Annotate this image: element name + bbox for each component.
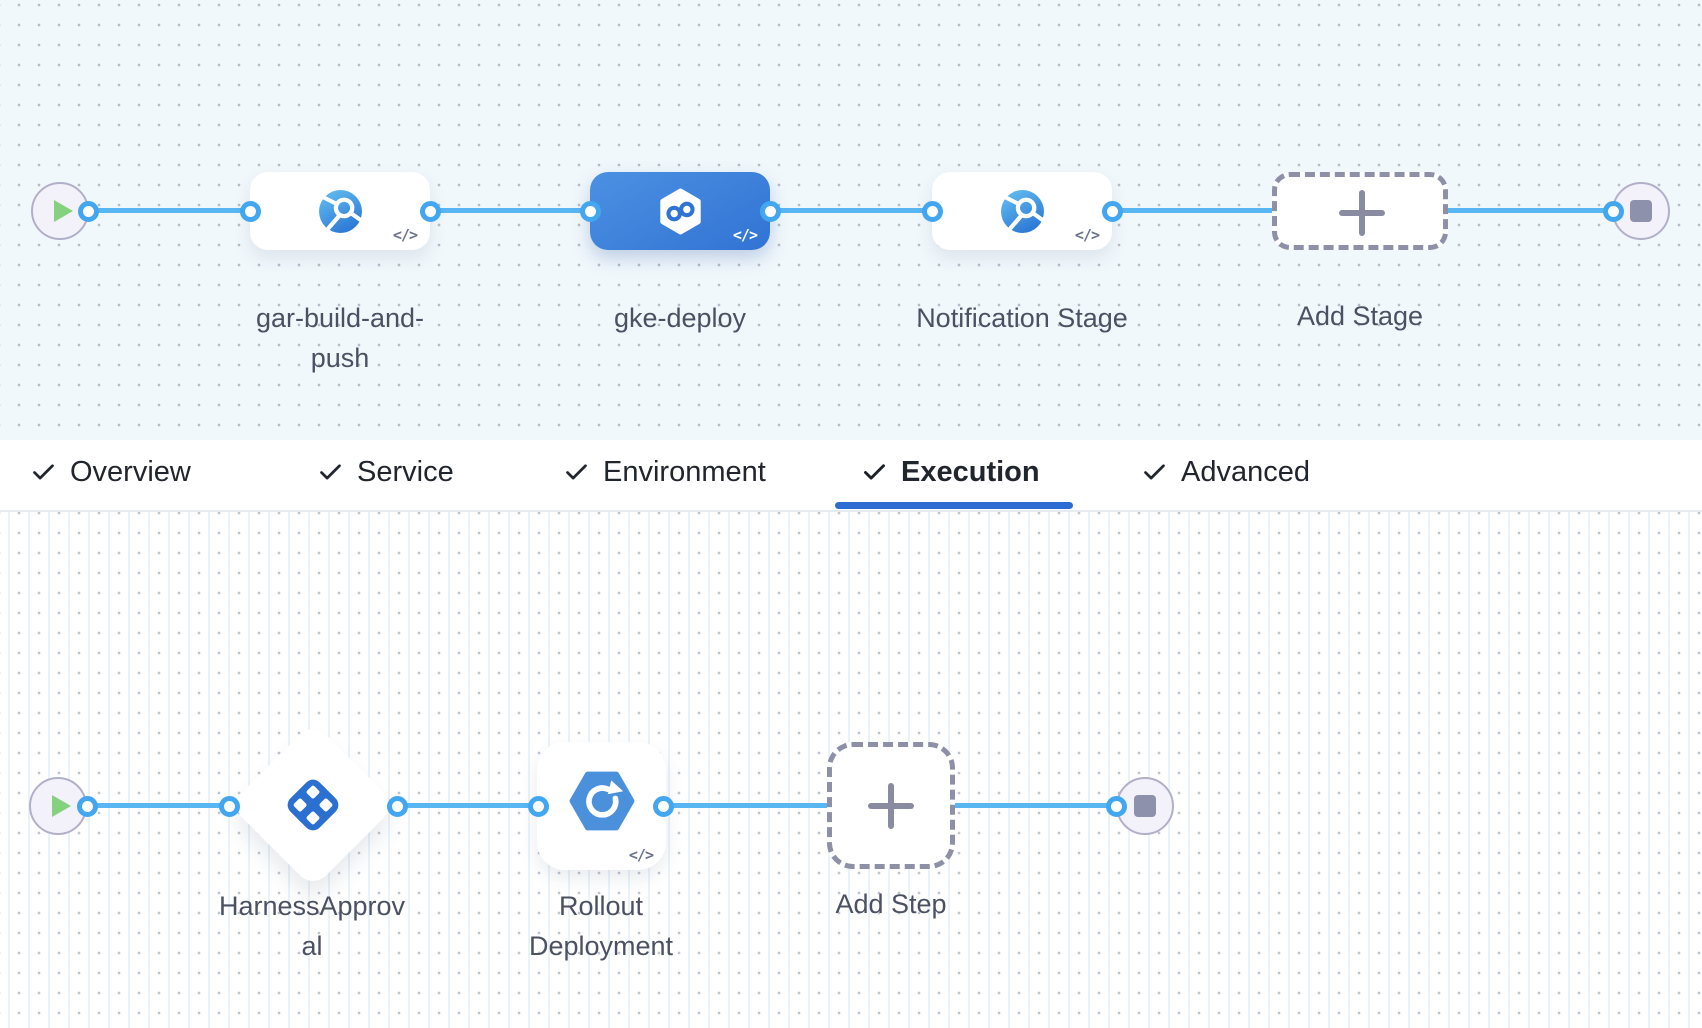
connector-port[interactable] xyxy=(1603,201,1624,222)
step-label: Rollout Deployment xyxy=(528,891,674,961)
connector-port[interactable] xyxy=(760,201,781,222)
stage-config-tabbar xyxy=(0,440,1702,512)
stage-card-gar-build-and-push[interactable]: </> xyxy=(250,172,430,250)
connector-port[interactable] xyxy=(580,201,601,222)
plus-icon xyxy=(868,782,914,829)
tab-service[interactable]: Service xyxy=(317,452,454,492)
custom-stage-icon xyxy=(1000,189,1044,233)
code-icon[interactable]: </> xyxy=(1074,226,1100,244)
connector-port[interactable] xyxy=(219,796,240,817)
check-icon xyxy=(33,463,54,479)
tab-advanced[interactable]: Advanced xyxy=(1141,452,1310,492)
connector-port[interactable] xyxy=(653,796,674,817)
stop-icon xyxy=(1630,200,1652,222)
play-icon xyxy=(53,200,73,222)
tab-label: Execution xyxy=(901,455,1040,488)
play-icon xyxy=(51,795,71,817)
code-icon[interactable]: </> xyxy=(392,226,418,244)
connector-port[interactable] xyxy=(1102,201,1123,222)
active-tab-underline xyxy=(835,502,1073,509)
check-icon xyxy=(1144,463,1165,479)
step-card-rollout-deployment[interactable]: </> xyxy=(537,742,666,870)
tab-label: Service xyxy=(357,455,454,488)
custom-stage-icon xyxy=(318,189,362,233)
step-label: HarnessApproval xyxy=(218,891,406,961)
connector-port[interactable] xyxy=(77,796,98,817)
add-step-label: Add Step xyxy=(835,889,947,919)
approval-step-icon xyxy=(287,779,339,831)
tab-label: Overview xyxy=(70,455,191,488)
stage-connector-line xyxy=(88,208,1613,213)
connector-port[interactable] xyxy=(922,201,943,222)
plus-icon xyxy=(1339,190,1385,236)
step-card-harness-approval[interactable] xyxy=(229,721,397,889)
tab-execution[interactable]: Execution xyxy=(861,452,1040,492)
connector-port[interactable] xyxy=(240,201,261,222)
code-icon[interactable]: </> xyxy=(732,226,758,244)
add-stage-button[interactable] xyxy=(1272,172,1448,250)
code-icon[interactable]: </> xyxy=(628,846,654,864)
connector-port[interactable] xyxy=(387,796,408,817)
execution-flow-end-node[interactable] xyxy=(1116,777,1174,835)
check-icon xyxy=(320,463,341,479)
add-step-button[interactable] xyxy=(827,742,955,869)
tab-label: Environment xyxy=(603,455,766,488)
tab-environment[interactable]: Environment xyxy=(563,452,766,492)
stage-label: gar-build-and-push xyxy=(255,303,425,373)
add-stage-label: Add Stage xyxy=(1296,301,1424,331)
connector-port[interactable] xyxy=(78,201,99,222)
check-icon xyxy=(864,463,885,480)
stop-icon xyxy=(1134,795,1156,817)
stage-label: Notification Stage xyxy=(916,303,1128,333)
connector-port[interactable] xyxy=(420,201,441,222)
check-icon xyxy=(566,463,587,479)
tab-label: Advanced xyxy=(1181,455,1310,488)
stage-label: gke-deploy xyxy=(613,303,747,333)
stage-card-notification-stage[interactable]: </> xyxy=(932,172,1112,250)
connector-port[interactable] xyxy=(528,796,549,817)
tab-overview[interactable]: Overview xyxy=(30,452,191,492)
rollout-deployment-icon xyxy=(569,771,634,831)
connector-port[interactable] xyxy=(1106,796,1127,817)
stage-card-gke-deploy[interactable]: </> xyxy=(590,172,770,250)
deploy-stage-icon xyxy=(659,188,701,234)
stage-flow-end-node[interactable] xyxy=(1612,182,1670,240)
